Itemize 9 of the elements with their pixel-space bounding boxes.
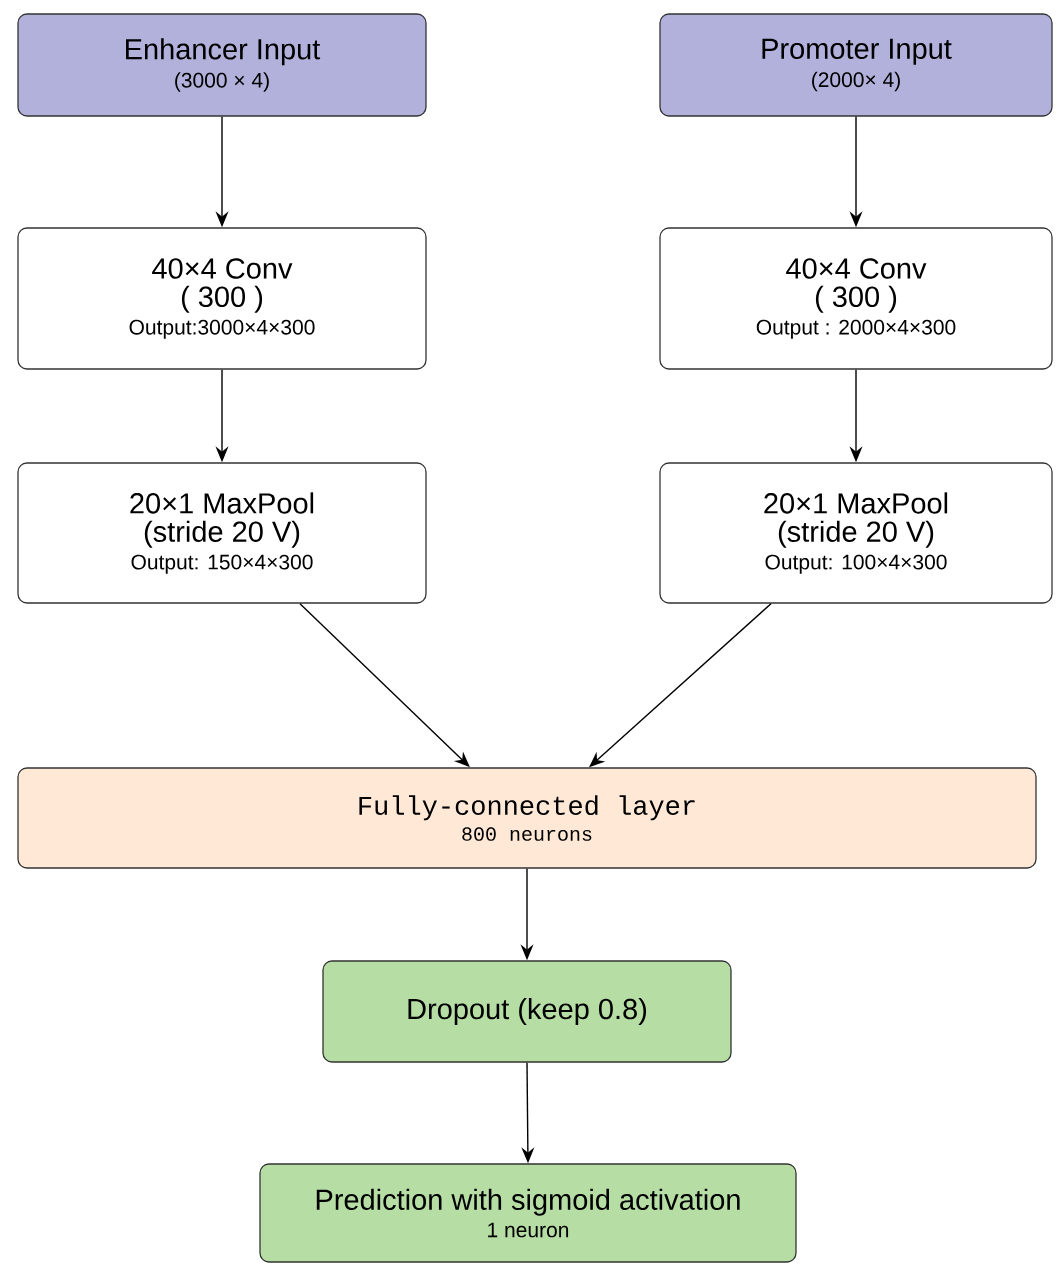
layer-box: 20×1 MaxPool (stride 20 V) Output: 100×4×300 [659, 462, 1053, 604]
layer-box: 20×1 MaxPool (stride 20 V) Output: 150×4×300 [17, 462, 427, 604]
layer-box: 40×4 Conv ( 300 ) Output : 2000×4×300 [659, 227, 1053, 370]
input-box: Enhancer Input (3000 × 4) [17, 13, 427, 117]
output-box: Prediction with sigmoid activation 1 neuron [259, 1163, 797, 1263]
input-box: Promoter Input (2000× 4) [659, 13, 1053, 117]
layer-box: Fully-connected layer 800 neurons [17, 767, 1037, 869]
layer-box: 40×4 Conv ( 300 ) Output:3000×4×300 [17, 227, 427, 370]
layer-box: Dropout (keep 0.8) [322, 960, 732, 1063]
